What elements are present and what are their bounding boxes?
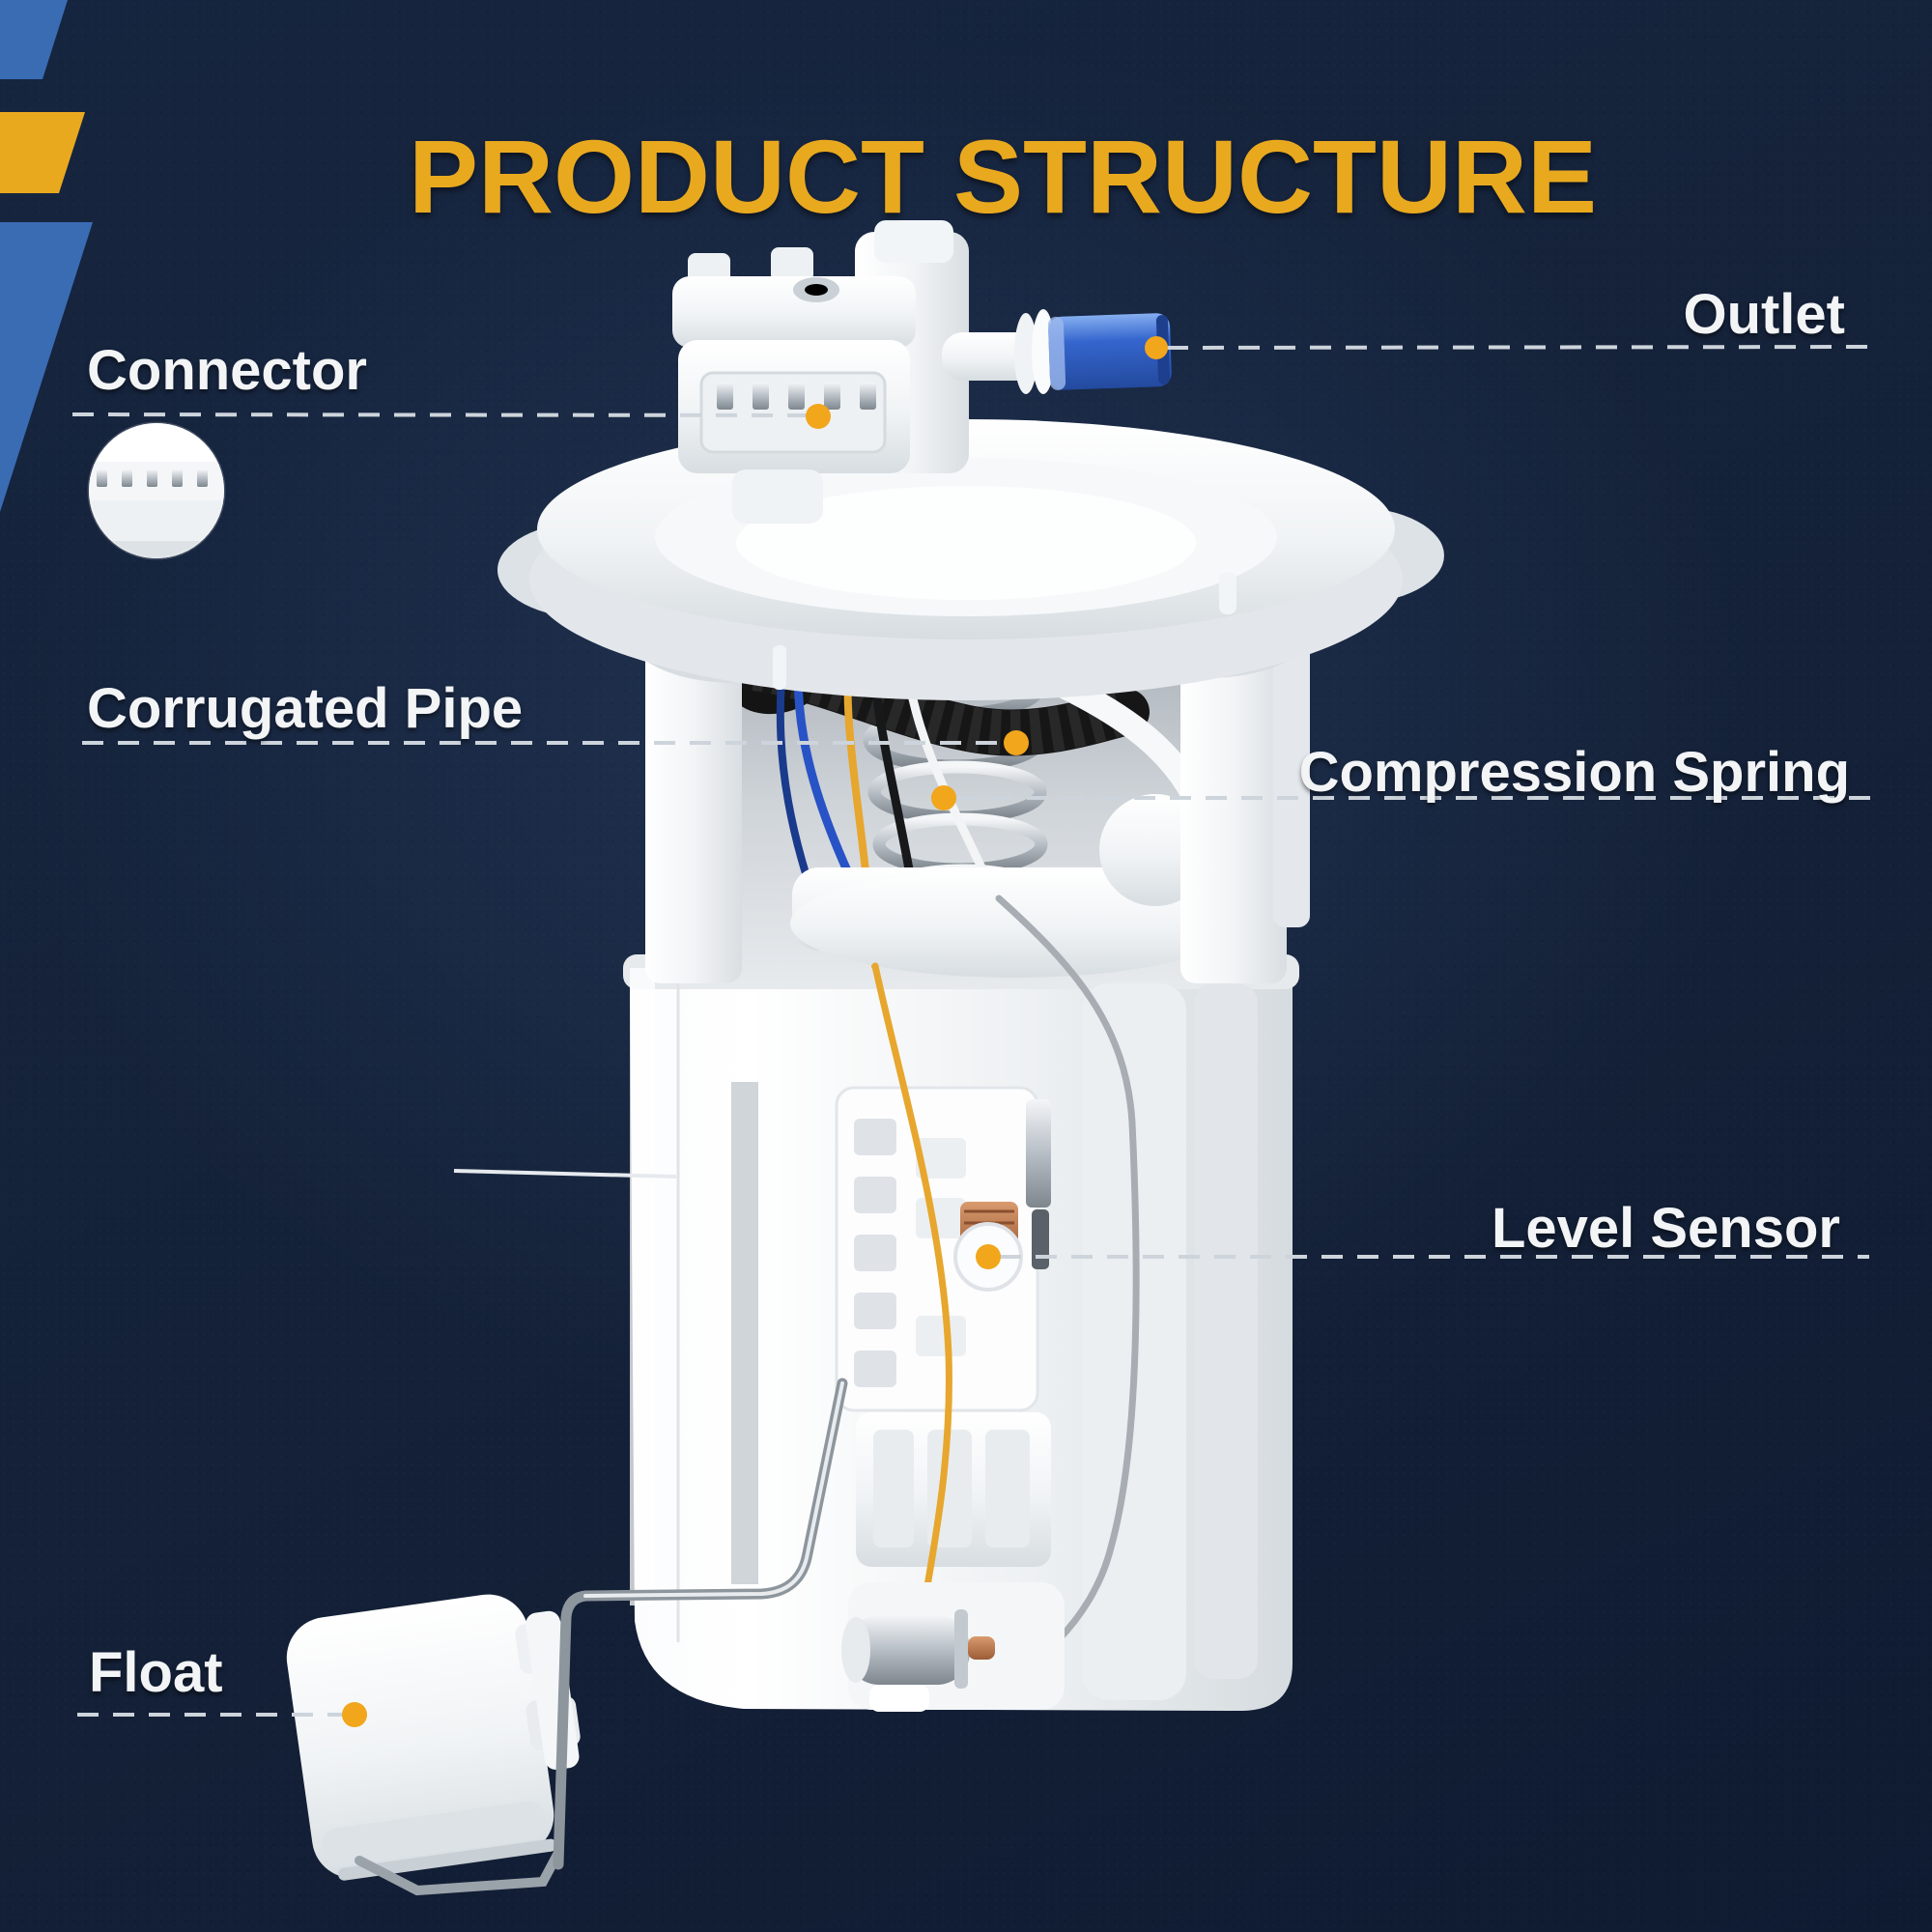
stripe-blue-bottom (0, 222, 93, 512)
outlet-blue-fitting (1048, 313, 1172, 390)
body-highlight (630, 968, 655, 1605)
callout-line-connector (71, 404, 831, 429)
callout-label-float: Float (89, 1641, 223, 1704)
callout-dot-connector (806, 404, 831, 429)
callout-label-outlet: Outlet (1683, 283, 1845, 346)
sensor-contact-strip (1026, 1099, 1051, 1208)
callout-label-level-sensor: Level Sensor (1491, 1197, 1840, 1260)
gray-wire (995, 895, 1140, 1687)
outlet-port (942, 309, 1172, 394)
callout-dot-level-sensor (976, 1244, 1001, 1269)
callout-line-corrugated-pipe (82, 730, 1029, 755)
right-strut (1273, 638, 1310, 927)
float-arm (553, 1378, 848, 1870)
connector-assembly (672, 247, 916, 524)
callout-label-connector: Connector (87, 339, 367, 402)
yellow-wire (871, 962, 952, 1636)
left-pillar (645, 614, 742, 983)
callout-dot-compression-spring (931, 785, 956, 810)
right-pillar (1180, 611, 1287, 983)
page-title: PRODUCT STRUCTURE (409, 118, 1597, 235)
stripe-gold (0, 112, 85, 193)
callout-dot-corrugated-pipe (1004, 730, 1029, 755)
callout-label-compression-spring: Compression Spring (1298, 741, 1850, 804)
callout-line-outlet (1145, 336, 1875, 359)
callout-label-corrugated-pipe: Corrugated Pipe (87, 677, 524, 740)
window-shadow (731, 1082, 758, 1584)
top-assembly (672, 220, 1172, 524)
callout-dot-outlet (1145, 336, 1168, 359)
callout-line-compression-spring (931, 785, 1874, 810)
float-arm-clip (355, 1848, 563, 1896)
pivot-cylinder (841, 1582, 1065, 1712)
connector-pins (717, 383, 876, 410)
callout-dot-float (342, 1702, 367, 1727)
callout-line-float (77, 1702, 367, 1727)
lower-wires (871, 895, 1140, 1687)
callout-line-level-sensor (976, 1244, 1869, 1269)
stripe-blue-top (0, 0, 68, 79)
